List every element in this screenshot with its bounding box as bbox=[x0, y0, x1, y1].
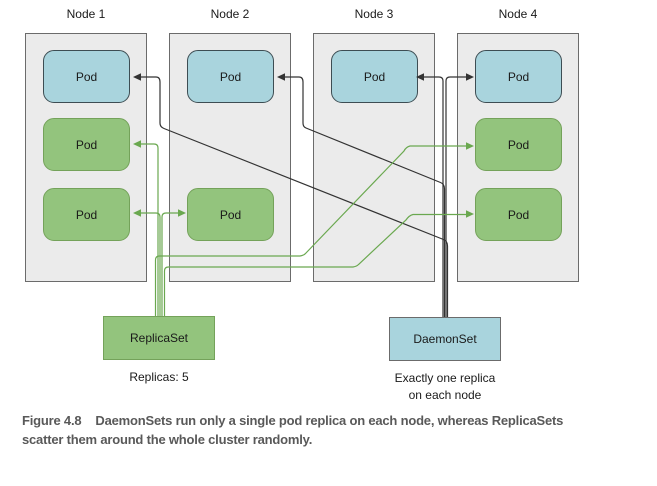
pod-label: Pod bbox=[507, 137, 530, 152]
figure-caption: Figure 4.8 DaemonSets run only a single p… bbox=[22, 411, 622, 449]
pod-replicaset: Pod bbox=[43, 118, 130, 171]
pod-label: Pod bbox=[219, 207, 242, 222]
replicaset-label: ReplicaSet bbox=[129, 331, 189, 345]
node-1-label: Node 1 bbox=[66, 7, 106, 21]
node-1: Node 1 Pod Pod Pod bbox=[25, 6, 147, 282]
node-4-label: Node 4 bbox=[498, 7, 538, 21]
pod-replicaset: Pod bbox=[475, 188, 562, 241]
pod-label: Pod bbox=[75, 207, 98, 222]
node-4: Node 4 Pod Pod Pod bbox=[457, 6, 579, 282]
pod-replicaset: Pod bbox=[43, 188, 130, 241]
pod-daemonset: Pod bbox=[43, 50, 130, 103]
node-1-box: Pod Pod Pod bbox=[25, 33, 147, 282]
pod-daemonset: Pod bbox=[331, 50, 418, 103]
node-4-box: Pod Pod Pod bbox=[457, 33, 579, 282]
pod-label: Pod bbox=[75, 69, 98, 84]
node-3-label: Node 3 bbox=[354, 7, 394, 21]
pod-label: Pod bbox=[507, 207, 530, 222]
node-2: Node 2 Pod Pod bbox=[169, 6, 291, 282]
daemonset-label: DaemonSet bbox=[413, 332, 477, 346]
node-3: Node 3 Pod bbox=[313, 6, 435, 282]
daemonset-caption: Exactly one replica on each node bbox=[375, 370, 515, 404]
replicaset-caption: Replicas: 5 bbox=[129, 370, 189, 384]
node-2-label: Node 2 bbox=[210, 7, 250, 21]
caption-line1: DaemonSets run only a single pod replica… bbox=[95, 413, 564, 428]
pod-replicaset: Pod bbox=[475, 118, 562, 171]
pod-label: Pod bbox=[219, 69, 242, 84]
caption-line2: scatter them around the whole cluster ra… bbox=[22, 432, 313, 447]
figure-label: Figure 4.8 bbox=[22, 413, 82, 428]
pod-daemonset: Pod bbox=[187, 50, 274, 103]
pod-label: Pod bbox=[507, 69, 530, 84]
daemonset-caption-line2: on each node bbox=[408, 388, 482, 402]
pod-replicaset: Pod bbox=[187, 188, 274, 241]
node-2-box: Pod Pod bbox=[169, 33, 291, 282]
replicaset-box: ReplicaSet bbox=[103, 316, 215, 360]
daemonset-box: DaemonSet bbox=[389, 317, 501, 361]
pod-label: Pod bbox=[75, 137, 98, 152]
daemonset-caption-line1: Exactly one replica bbox=[394, 371, 496, 385]
pod-daemonset: Pod bbox=[475, 50, 562, 103]
node-3-box: Pod bbox=[313, 33, 435, 282]
pod-label: Pod bbox=[363, 69, 386, 84]
